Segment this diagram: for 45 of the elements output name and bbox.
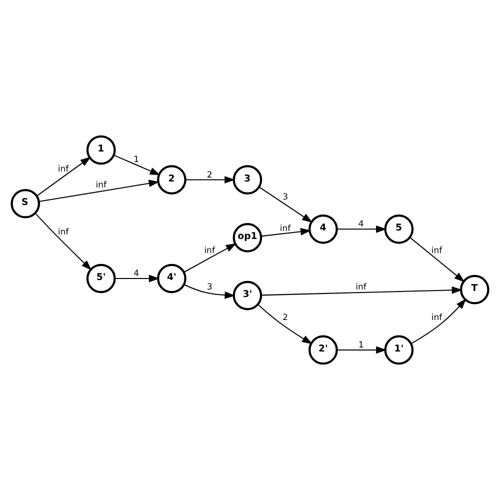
node-circle: 4' bbox=[157, 264, 186, 294]
arrow bbox=[185, 176, 236, 184]
arrow bbox=[261, 286, 462, 296]
edge-label: 1 bbox=[134, 154, 140, 165]
arrow bbox=[336, 225, 387, 233]
arrow bbox=[114, 154, 160, 176]
node-circle: 2 bbox=[157, 165, 186, 194]
arrow bbox=[114, 274, 160, 282]
node-circle: 1 bbox=[86, 135, 116, 165]
arrow bbox=[410, 237, 465, 282]
node-circle: op1 bbox=[232, 222, 262, 252]
edge-label: inf bbox=[356, 282, 366, 293]
arrow bbox=[336, 346, 387, 354]
edge-label: 4 bbox=[134, 268, 140, 279]
edge-label: 3 bbox=[282, 192, 288, 202]
edge-label: 3 bbox=[206, 282, 212, 293]
arrow bbox=[258, 304, 313, 344]
node-circle: 2' bbox=[308, 335, 338, 365]
arrow bbox=[34, 212, 92, 270]
node-circle: 4 bbox=[308, 214, 338, 244]
arrow bbox=[184, 243, 236, 273]
edge-label: inf bbox=[431, 313, 442, 324]
edge-label: inf bbox=[96, 180, 106, 190]
edge-label: 2 bbox=[282, 313, 288, 324]
node-circle: 1' bbox=[384, 335, 414, 365]
edge-label: inf bbox=[58, 227, 69, 238]
arrow bbox=[184, 284, 236, 299]
node-circle: T bbox=[460, 274, 490, 304]
arrow bbox=[410, 298, 466, 344]
node-circle: 5 bbox=[384, 214, 414, 244]
edge-label: inf bbox=[280, 224, 291, 234]
edge-label: 4 bbox=[358, 220, 364, 230]
node-circle: 3' bbox=[232, 280, 262, 310]
arrow bbox=[36, 156, 91, 196]
node-circle: S bbox=[10, 188, 40, 218]
edge-label: inf bbox=[58, 164, 69, 174]
edge-label: 2 bbox=[206, 170, 212, 180]
node-circle: 3 bbox=[232, 165, 262, 194]
edge-label: inf bbox=[204, 246, 215, 256]
node-circle: 5' bbox=[86, 264, 116, 294]
arrow bbox=[258, 186, 313, 223]
arrow bbox=[261, 228, 312, 237]
edge-label: inf bbox=[431, 246, 442, 256]
edge-label: 1 bbox=[358, 340, 364, 350]
arrow bbox=[38, 180, 160, 202]
